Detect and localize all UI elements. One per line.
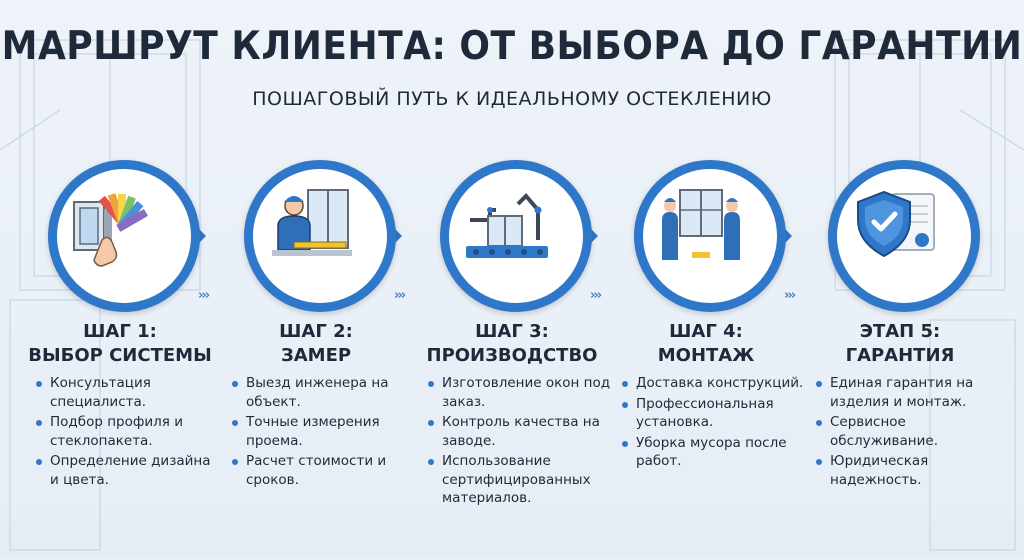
step-4-title: ШАГ 4: МОНТАЖ	[606, 320, 806, 368]
list-item: Уборка мусора после работ.	[620, 434, 806, 471]
step-3-circle	[440, 160, 592, 312]
step-1-number: ШАГ 1:	[83, 321, 157, 342]
page-subtitle: ПОШАГОВЫЙ ПУТЬ К ИДЕАЛЬНОМУ ОСТЕКЛЕНИЮ	[252, 88, 772, 110]
list-item: Контроль качества на заводе.	[426, 413, 612, 450]
steps-row: ››› ШАГ 1: ВЫБОР СИСТЕМЫ	[0, 160, 1024, 560]
list-item: Консультация специалиста.	[34, 374, 220, 411]
step-4-number: ШАГ 4:	[669, 321, 743, 342]
step-5-number: ЭТАП 5:	[859, 321, 941, 342]
list-item: Выезд инженера на объект.	[230, 374, 416, 411]
measuring-engineer-icon	[272, 189, 352, 256]
list-item: Точные измерения проема.	[230, 413, 416, 450]
step-1-bullets: Консультация специалиста. Подбор профиля…	[34, 374, 220, 491]
step-2-bullets: Выезд инженера на объект. Точные измерен…	[230, 374, 416, 491]
step-4-name: МОНТАЖ	[657, 345, 755, 366]
step-1-circle	[48, 160, 200, 312]
chevrons-icon: ›››	[590, 288, 602, 303]
list-item: Определение дизайна и цвета.	[34, 452, 220, 489]
step-1-name: ВЫБОР СИСТЕМЫ	[28, 345, 212, 366]
step-4-bullets: Доставка конструкций. Профессиональная у…	[620, 374, 806, 473]
step-5-name: ГАРАНТИЯ	[845, 345, 955, 366]
step-2-name: ЗАМЕР	[280, 345, 352, 366]
step-3-number: ШАГ 3:	[475, 321, 549, 342]
step-5-circle	[828, 160, 980, 312]
list-item: Доставка конструкций.	[620, 374, 806, 393]
chevrons-icon: ›››	[784, 288, 796, 303]
list-item: Профессиональная установка.	[620, 395, 806, 432]
list-item: Юридическая надежность.	[814, 452, 1000, 489]
step-5-bullets: Единая гарантия на изделия и монтаж. Сер…	[814, 374, 1000, 491]
step-2-number: ШАГ 2:	[279, 321, 353, 342]
step-2-title: ШАГ 2: ЗАМЕР	[216, 320, 416, 368]
list-item: Использование сертифицированных материал…	[426, 452, 612, 508]
page-title: МАРШРУТ КЛИЕНТА: ОТ ВЫБОРА ДО ГАРАНТИИ	[1, 24, 1023, 69]
step-2-circle	[244, 160, 396, 312]
list-item: Расчет стоимости и сроков.	[230, 452, 416, 489]
chevrons-icon: ›››	[198, 288, 210, 303]
installers-window-icon	[662, 189, 740, 260]
list-item: Сервисное обслуживание.	[814, 413, 1000, 450]
step-5-title: ЭТАП 5: ГАРАНТИЯ	[800, 320, 1000, 368]
shield-certificate-icon	[857, 190, 935, 258]
list-item: Единая гарантия на изделия и монтаж.	[814, 374, 1000, 411]
window-profile-palette-icon	[73, 193, 148, 267]
step-4-circle	[634, 160, 786, 312]
chevrons-icon: ›››	[394, 288, 406, 303]
step-1-title: ШАГ 1: ВЫБОР СИСТЕМЫ	[20, 320, 220, 368]
step-3-bullets: Изготовление окон под заказ. Контроль ка…	[426, 374, 612, 510]
list-item: Изготовление окон под заказ.	[426, 374, 612, 411]
list-item: Подбор профиля и стеклопакета.	[34, 413, 220, 450]
factory-robot-icon	[466, 193, 548, 258]
step-3-name: ПРОИЗВОДСТВО	[426, 345, 598, 366]
step-3-title: ШАГ 3: ПРОИЗВОДСТВО	[412, 320, 612, 368]
